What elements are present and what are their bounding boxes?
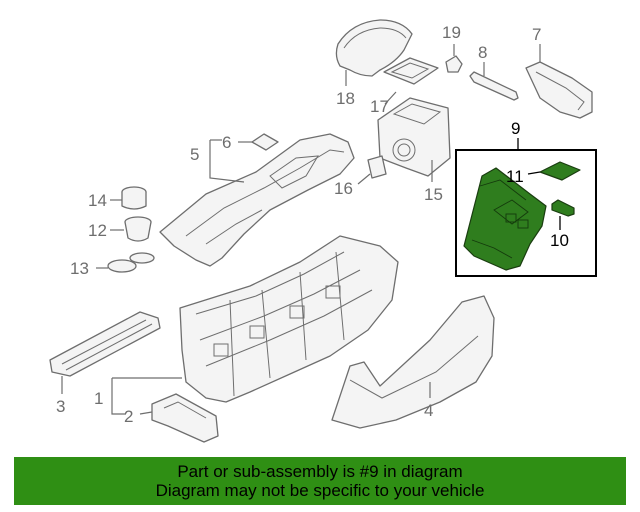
part-10-tab[interactable] [551,199,575,217]
part-15-rear-console[interactable] [377,97,451,177]
part-6-pad[interactable] [251,133,279,151]
callout-12[interactable]: 12 [88,221,107,240]
callout-1[interactable]: 1 [94,389,103,408]
banner-line-2: Diagram may not be specific to your vehi… [155,481,485,500]
part-8-bracket[interactable] [469,71,519,101]
callout-3[interactable]: 3 [56,397,65,416]
leader-11 [527,171,541,175]
callout-18[interactable]: 18 [336,89,355,108]
callout-8[interactable]: 8 [478,43,487,62]
part-14-cup-ring[interactable] [121,186,147,210]
banner-line-1: Part or sub-assembly is #9 in diagram [177,462,463,481]
leader-16 [357,173,371,185]
callout-6[interactable]: 6 [222,133,231,152]
info-banner: Part or sub-assembly is #9 in diagram Di… [14,457,626,505]
part-16-insert[interactable] [367,155,387,179]
callout-19[interactable]: 19 [442,23,461,42]
part-9-highlighted-assembly[interactable] [463,167,547,271]
part-4-side-panel[interactable] [331,295,495,429]
callout-15[interactable]: 15 [424,185,443,204]
callout-9[interactable]: 9 [511,119,520,138]
leader-2 [139,411,153,415]
part-18-armrest-lid[interactable] [335,19,413,77]
part-2-bracket[interactable] [151,393,219,443]
callout-5[interactable]: 5 [190,145,199,164]
part-12-cup-insert[interactable] [124,216,152,242]
callout-14[interactable]: 14 [88,191,107,210]
callout-2[interactable]: 2 [124,407,133,426]
callout-7[interactable]: 7 [532,25,541,44]
part-3-side-rail[interactable] [49,311,161,377]
part-13-mat[interactable] [107,252,155,273]
leader-1 [111,378,126,415]
callout-16[interactable]: 16 [334,179,353,198]
callout-4[interactable]: 4 [424,401,433,420]
part-7-side-trim[interactable] [525,61,593,119]
part-11-pad[interactable] [539,161,581,181]
part-1-console-frame[interactable] [179,235,399,403]
callout-17[interactable]: 17 [370,97,389,116]
part-19-clip[interactable] [445,55,463,73]
part-17-tray[interactable] [383,57,439,85]
leader-17 [384,91,397,105]
callout-10[interactable]: 10 [550,231,569,250]
callout-13[interactable]: 13 [70,259,89,278]
leader-5 [209,140,245,183]
callout-11[interactable]: 11 [506,167,524,186]
part-5-console-top[interactable] [159,133,355,267]
